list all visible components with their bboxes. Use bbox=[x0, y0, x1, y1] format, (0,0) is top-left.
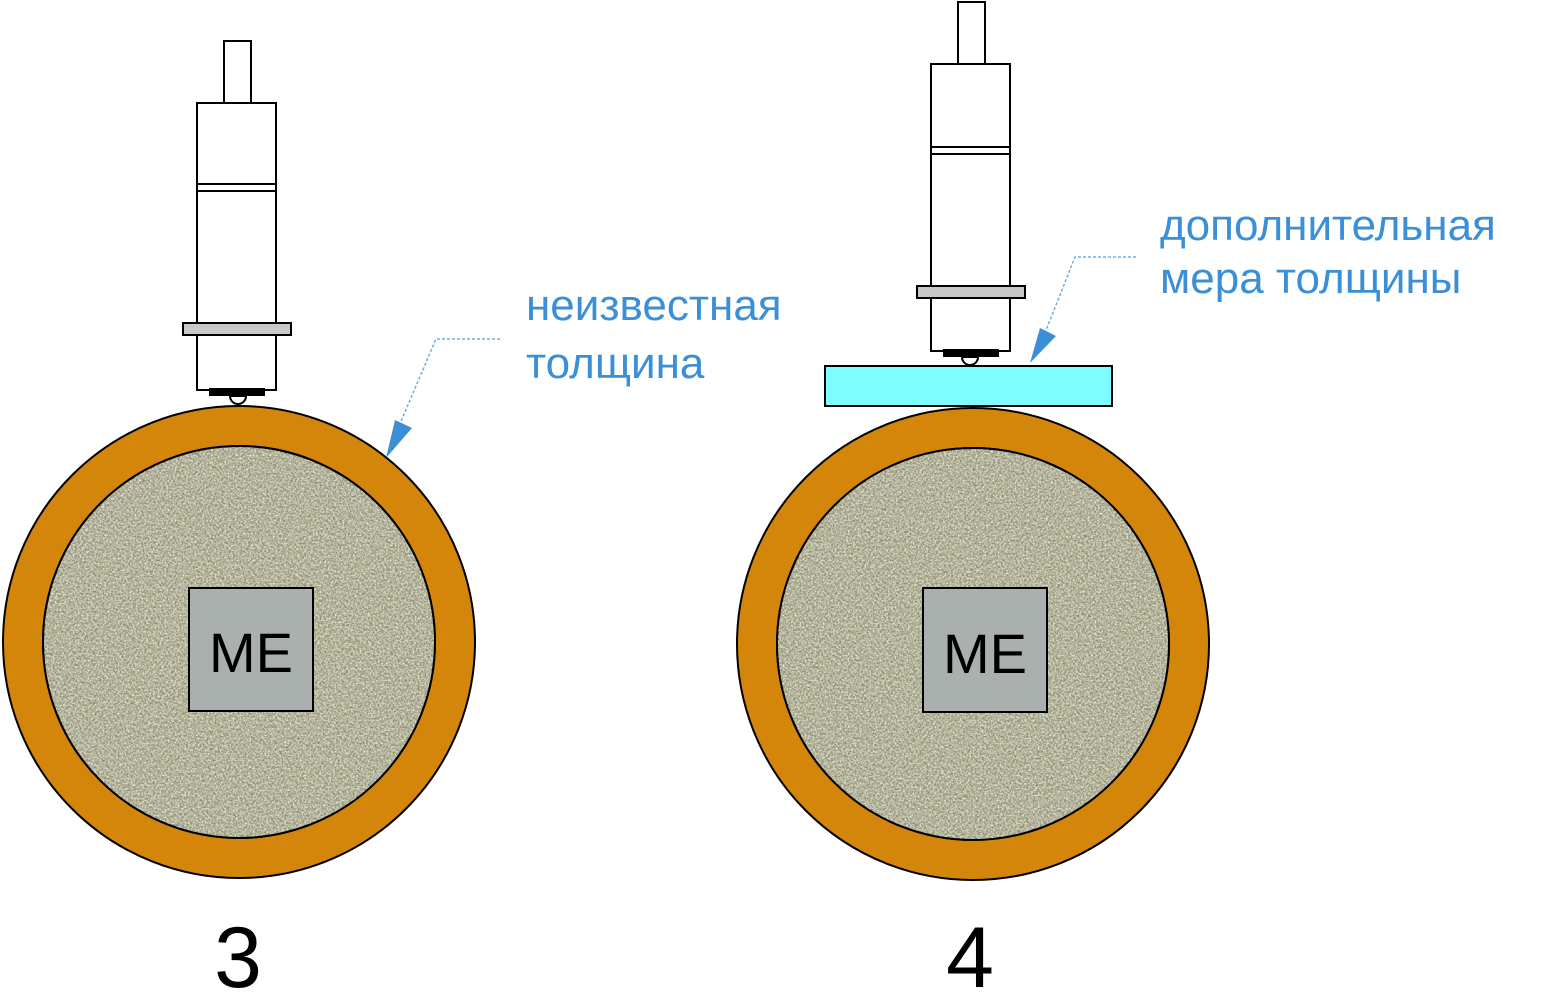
panel-number: 4 bbox=[946, 910, 994, 995]
thickness-shim bbox=[824, 365, 1113, 407]
thickness-probe bbox=[182, 40, 292, 405]
annotation-line-2: мера толщины bbox=[1160, 254, 1461, 303]
me-box bbox=[188, 587, 314, 712]
thickness-probe bbox=[916, 1, 1026, 366]
me-box bbox=[922, 587, 1048, 713]
me-label: ME bbox=[209, 621, 293, 684]
me-label: ME bbox=[943, 622, 1027, 685]
panel-3: ME неизвестная толщина 3 bbox=[2, 40, 782, 995]
leader-arrow bbox=[386, 420, 412, 458]
panel-4: ME дополнительная мера толщины 4 bbox=[736, 1, 1496, 995]
panel-number: 3 bbox=[214, 910, 262, 995]
leader-arrow bbox=[1030, 328, 1056, 363]
core-texture bbox=[43, 446, 435, 838]
annotation-line-2: толщина bbox=[526, 339, 705, 388]
annotation-line-1: неизвестная bbox=[526, 281, 782, 330]
leader-line bbox=[1042, 256, 1136, 339]
annotation-line-1: дополнительная bbox=[1160, 201, 1496, 250]
leader-line bbox=[398, 338, 500, 427]
